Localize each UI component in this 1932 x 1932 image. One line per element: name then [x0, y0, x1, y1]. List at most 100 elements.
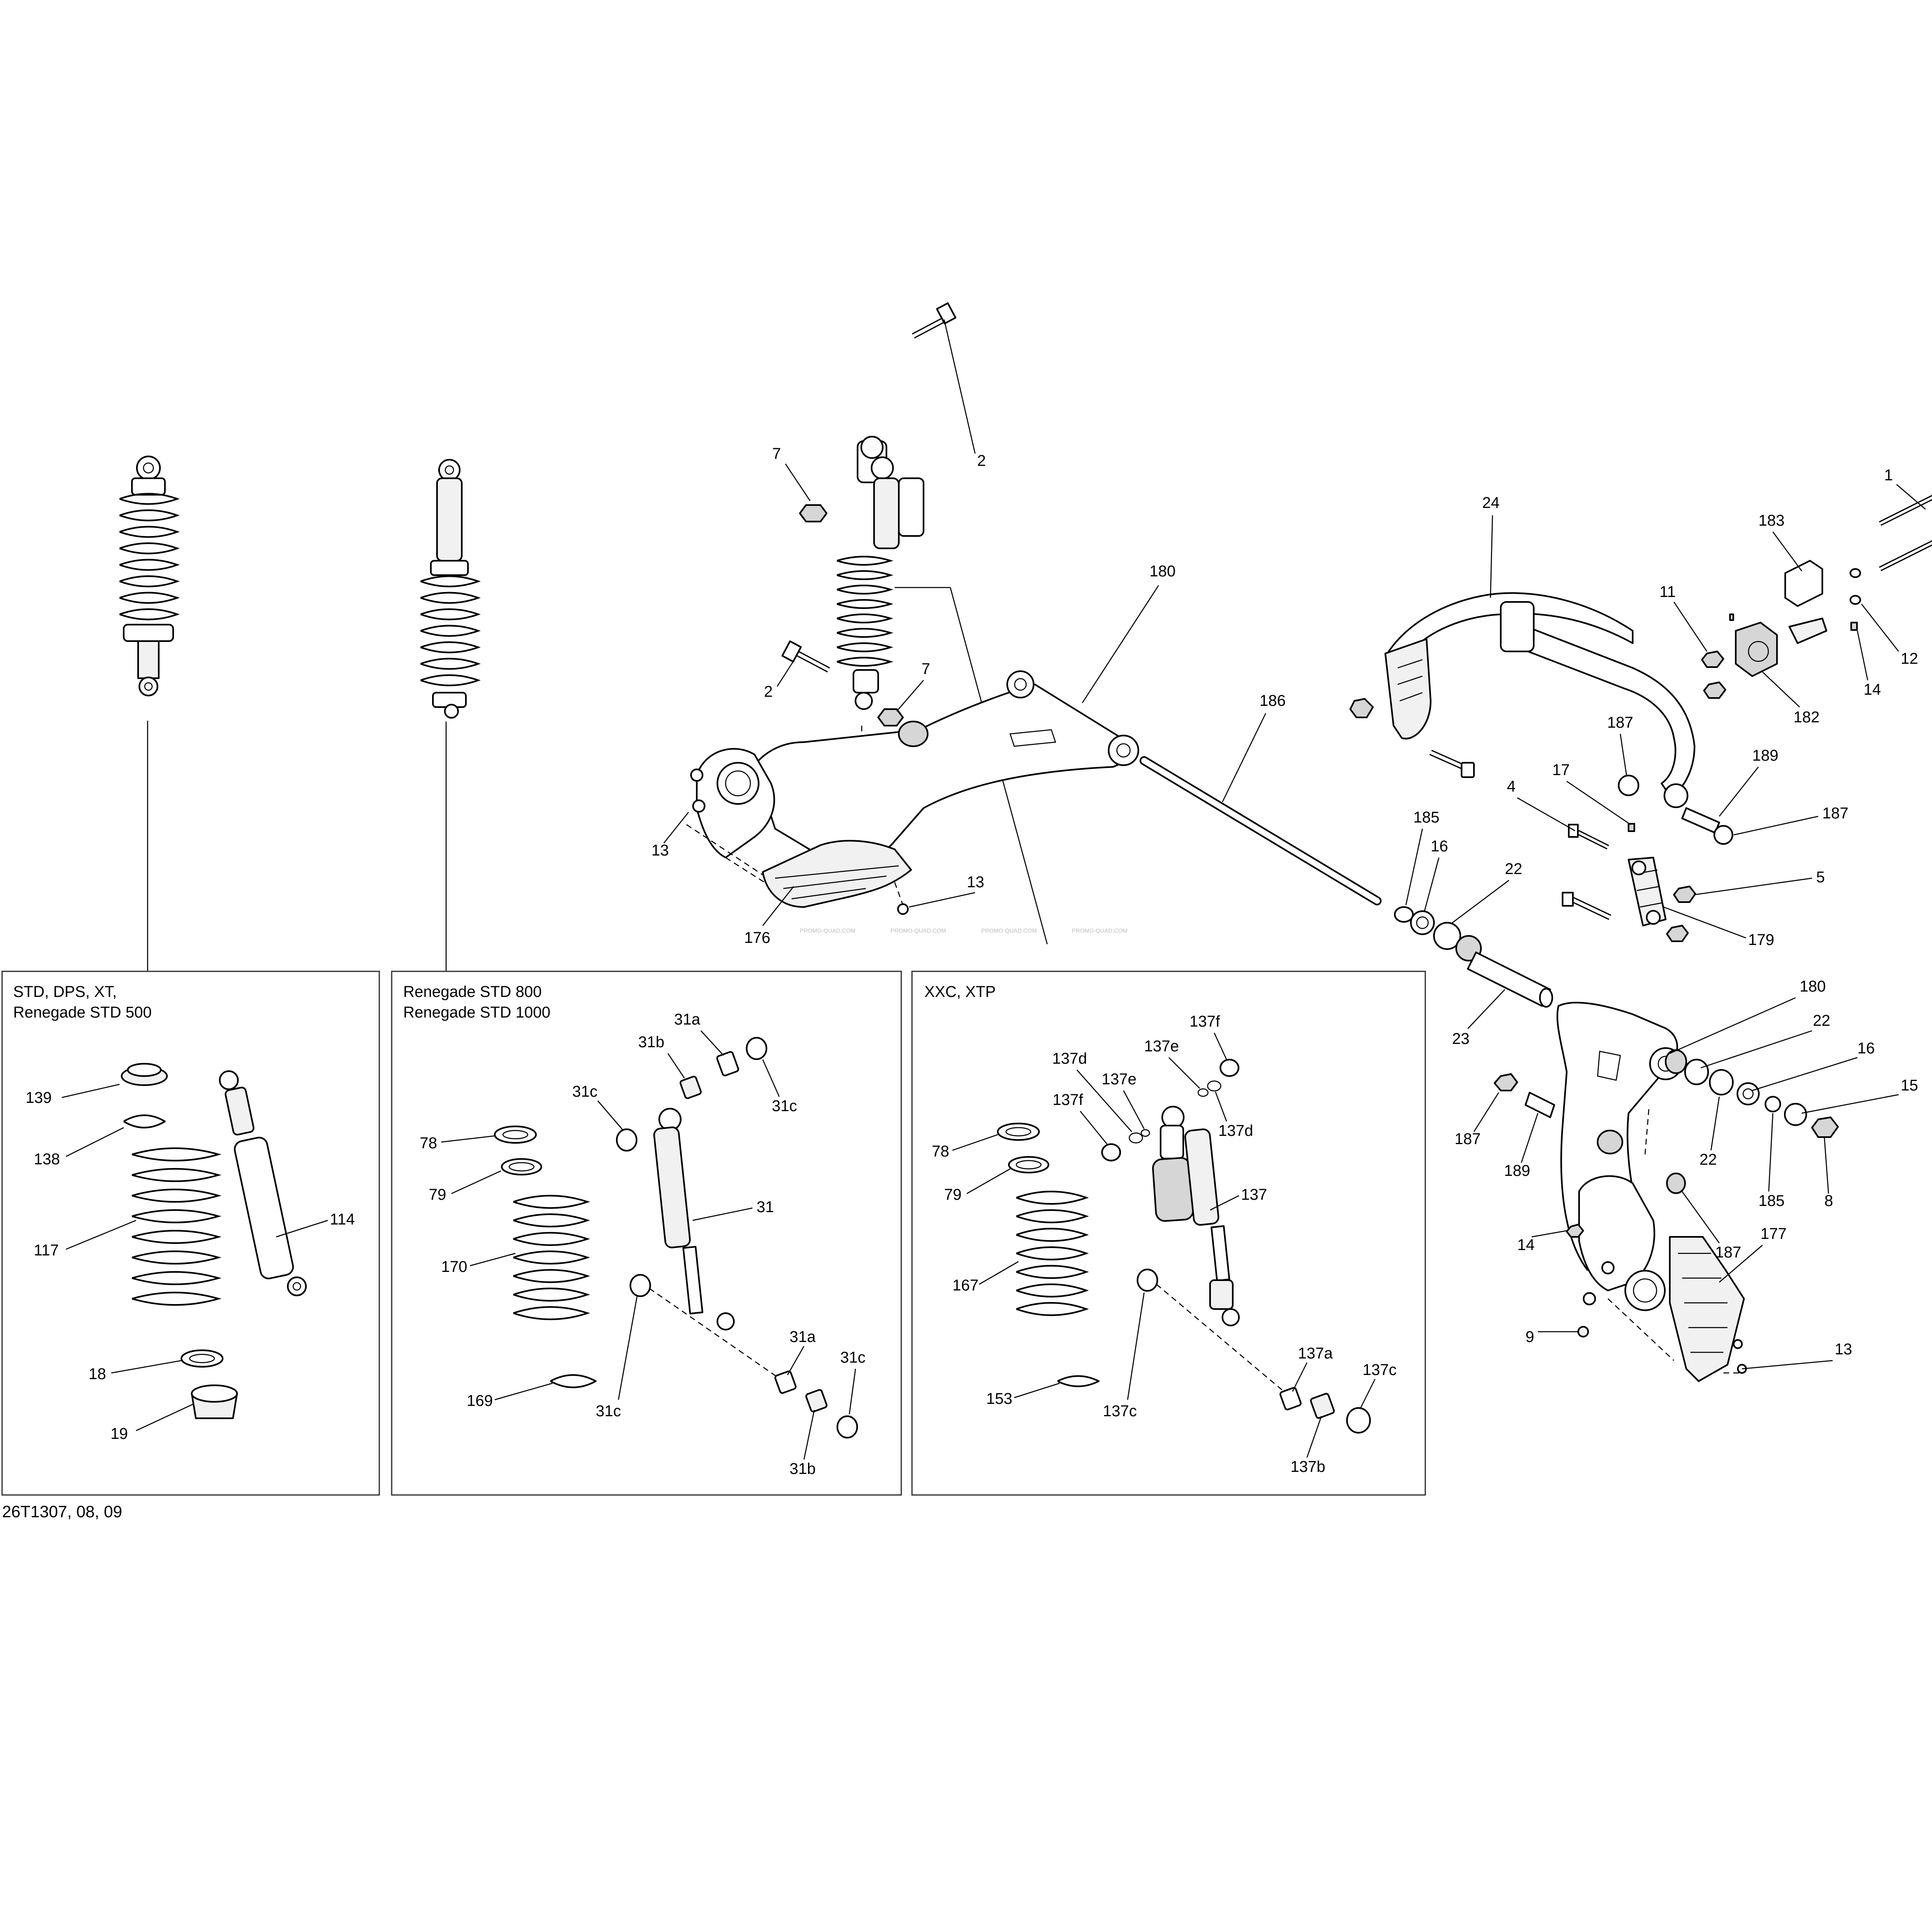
spring-167: [1016, 1191, 1089, 1316]
assembled-shock-renegade: [420, 459, 481, 971]
ring-79: [1008, 1156, 1049, 1173]
callout-114: 114: [330, 1211, 355, 1228]
box-heading-line: Renegade STD 500: [13, 1004, 152, 1021]
bushing-31c: [616, 1128, 637, 1152]
callout-137d: 137d: [1218, 1122, 1253, 1140]
callout-182: 182: [1793, 709, 1819, 726]
callout-2: 2: [977, 452, 986, 470]
sleeve-23: [1467, 952, 1551, 1007]
nut-7: [799, 504, 827, 522]
callout-14: 14: [1517, 1236, 1535, 1254]
drawing-code: 26T1307, 08, 09: [2, 1503, 122, 1521]
bushing-31c: [746, 1037, 767, 1060]
callout-13: 13: [967, 874, 984, 891]
callout-137: 137: [1241, 1186, 1267, 1203]
callout-170: 170: [441, 1258, 467, 1276]
callout-1: 1: [1884, 467, 1893, 484]
callout-137e: 137e: [1144, 1038, 1179, 1055]
variant-box-xxc-xtp: XXC, XTP: [911, 971, 1426, 1496]
callout-137f: 137f: [1189, 1013, 1220, 1030]
callout-186: 186: [1260, 692, 1286, 710]
callouts-main: 2 7 2 7 180 13 13 176 186 185 16 22 23 2…: [651, 319, 1926, 1370]
callout-31c: 31c: [572, 1083, 597, 1100]
callout-187: 187: [1607, 714, 1633, 731]
bolt-9: [1577, 1326, 1589, 1337]
callout-180: 180: [1800, 978, 1826, 995]
callout-180: 180: [1149, 563, 1175, 580]
washer-18: [181, 1349, 223, 1368]
box-heading-line: XXC, XTP: [924, 983, 996, 1001]
sleeve-31b: [805, 1389, 827, 1413]
washer-137f: [1220, 1059, 1239, 1077]
bushing-31c: [630, 1274, 651, 1297]
variant-box-renegade: Renegade STD 800 Renegade STD 1000: [391, 971, 902, 1496]
spring-seat-78: [494, 1126, 537, 1144]
box-heading-line: Renegade STD 1000: [403, 1004, 550, 1021]
callout-189: 189: [1504, 1162, 1530, 1180]
nut-7: [877, 708, 904, 726]
callout-31a: 31a: [674, 1011, 700, 1028]
nut-5: [1673, 886, 1696, 903]
callout-31b: 31b: [790, 1460, 816, 1478]
bushing-137c: [1346, 1407, 1371, 1434]
callout-177: 177: [1760, 1225, 1786, 1243]
bearing-22: [1684, 1059, 1709, 1085]
spring-117: [132, 1147, 222, 1306]
callout-22: 22: [1813, 1012, 1830, 1029]
bolt-179: [1562, 892, 1611, 920]
sleeve-31b: [679, 1076, 702, 1099]
callout-12: 12: [1901, 650, 1918, 668]
washer-185: [1765, 1096, 1781, 1112]
nut-5: [1666, 925, 1689, 942]
callout-187: 187: [1715, 1244, 1741, 1261]
callout-169: 169: [467, 1392, 493, 1410]
sleeve-31a: [716, 1051, 739, 1076]
ring-137d: [1128, 1132, 1143, 1144]
callout-187: 187: [1455, 1131, 1481, 1148]
callout-185: 185: [1758, 1192, 1784, 1210]
bolt-4: [1568, 824, 1609, 850]
callout-13: 13: [651, 842, 669, 859]
callout-31c: 31c: [772, 1098, 797, 1115]
callout-11: 11: [1659, 583, 1676, 601]
callout-138: 138: [34, 1151, 60, 1168]
callout-23: 23: [1452, 1030, 1469, 1048]
spacer-15: [1784, 1103, 1807, 1126]
variant-box-std: STD, DPS, XT, Renegade STD 500: [1, 971, 380, 1496]
clip-169: [550, 1374, 597, 1388]
sleeve-31a: [774, 1370, 797, 1394]
callout-16: 16: [1431, 838, 1448, 855]
damper-137: [1152, 1106, 1240, 1326]
callout-7: 7: [921, 660, 930, 678]
callout-137a: 137a: [1298, 1345, 1333, 1362]
callout-176: 176: [744, 929, 770, 947]
bearing-22: [1433, 922, 1461, 950]
bushing-137c: [1137, 1269, 1158, 1292]
callout-167: 167: [952, 1277, 978, 1294]
callout-137f: 137f: [1053, 1091, 1083, 1109]
watermark-text: PROMO-QUAD.COM: [891, 927, 946, 934]
callout-137c: 137c: [1363, 1361, 1396, 1379]
nut-8: [1811, 1116, 1839, 1138]
callout-179: 179: [1748, 931, 1774, 949]
nut-11: [1703, 682, 1726, 699]
bushing-187: [1666, 1173, 1686, 1194]
upper-shock-assembly: [781, 302, 1048, 945]
callout-31c: 31c: [596, 1403, 621, 1420]
bushing-187: [1618, 775, 1639, 796]
assembled-shock-std: [119, 456, 180, 971]
bolt-2: [912, 302, 957, 339]
callout-137b: 137b: [1290, 1458, 1326, 1476]
callout-2: 2: [764, 683, 773, 700]
callout-8: 8: [1824, 1192, 1833, 1210]
washer-185: [1394, 906, 1414, 923]
callout-17: 17: [1552, 762, 1570, 779]
callout-79: 79: [429, 1186, 446, 1203]
washer-137f: [1101, 1143, 1121, 1161]
callout-19: 19: [110, 1425, 128, 1443]
bushing-187: [1713, 825, 1733, 845]
callout-14: 14: [1864, 681, 1881, 698]
bushing-187: [1494, 1073, 1518, 1091]
sway-link-179: [1562, 807, 1733, 942]
callout-79: 79: [944, 1186, 961, 1203]
